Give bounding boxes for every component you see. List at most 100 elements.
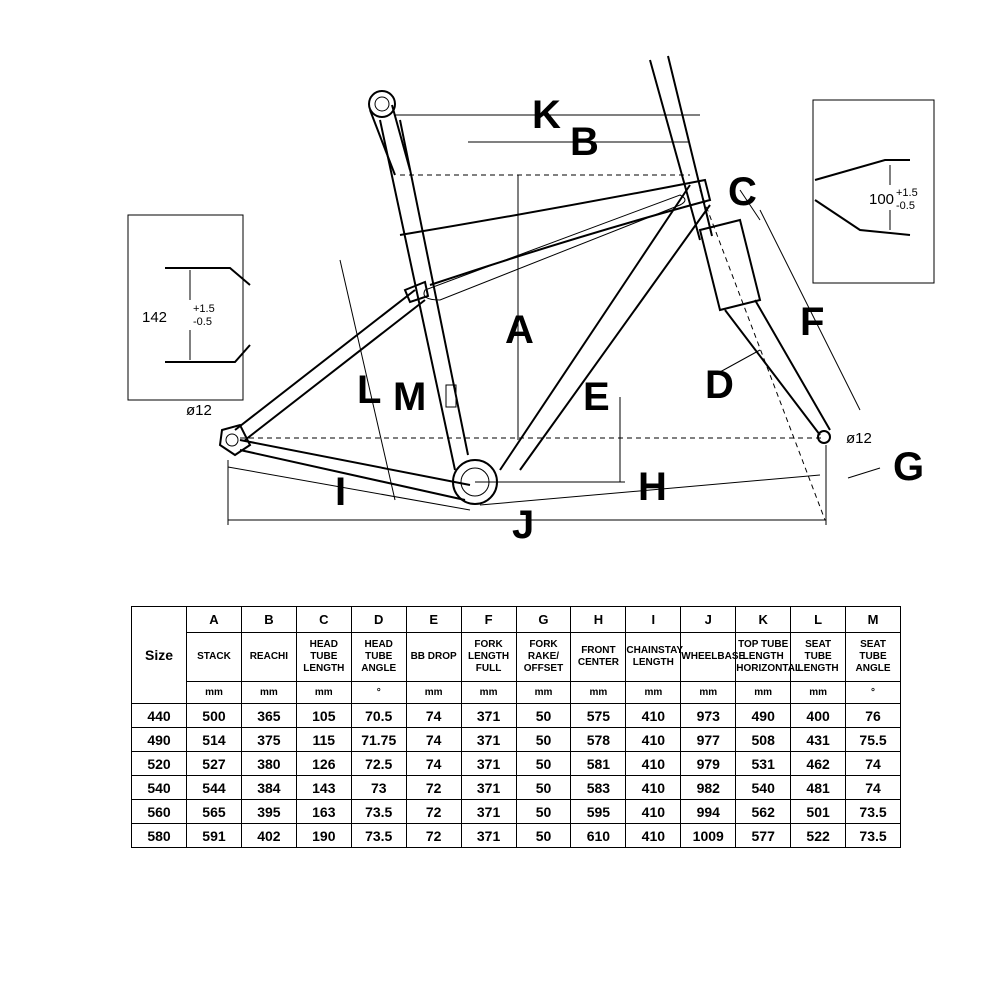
size-header: Size [131,606,187,704]
value-cell: 591 [186,823,242,848]
value-cell: 143 [295,775,352,800]
label-G: G [893,445,924,489]
value-cell: 410 [625,751,682,776]
label-D: D [705,363,734,407]
value-cell: 126 [295,751,352,776]
front-dropout-inset: 100 +1.5 -0.5 [812,99,935,284]
value-cell: 73 [350,775,407,800]
value-cell: 481 [790,775,847,800]
value-cell: 50 [515,703,572,728]
value-cell: 1009 [680,823,737,848]
value-cell: 540 [735,775,792,800]
value-cell: 72 [405,799,462,824]
column-name: REACHI [240,632,297,682]
value-cell: 76 [845,703,901,728]
value-cell: 384 [240,775,297,800]
value-cell: 371 [460,727,517,752]
value-cell: 562 [735,799,792,824]
value-cell: 514 [186,727,242,752]
column-letter: F [460,606,517,633]
label-H: H [638,465,667,509]
bike-frame-drawing [218,55,831,505]
column-unit: mm [460,681,517,704]
label-F: F [800,300,824,344]
label-B: B [570,120,599,164]
size-cell: 440 [131,703,187,728]
value-cell: 400 [790,703,847,728]
value-cell: 610 [570,823,627,848]
column-letter: L [790,606,847,633]
column-name: WHEELBASE [680,632,745,682]
column-name: FRONT CENTER [570,632,627,682]
label-C: C [728,170,757,214]
column-letter: K [735,606,792,633]
value-cell: 431 [790,727,847,752]
value-cell: 365 [240,703,297,728]
column-name: FORK LENGTH FULL [460,632,517,682]
value-cell: 581 [570,751,627,776]
value-cell: 531 [735,751,792,776]
column-name: FORK RAKE/ OFFSET [515,632,572,682]
column-unit: mm [295,681,352,704]
dimension-lines [227,114,881,525]
value-cell: 72.5 [350,751,407,776]
front-spacing-base: 100 [869,191,894,208]
value-cell: 75.5 [845,727,901,752]
label-K: K [532,93,561,137]
value-cell: 50 [515,751,572,776]
column-unit: mm [625,681,682,704]
label-E: E [583,375,610,419]
label-I: I [335,470,346,514]
column-name: STACK [186,632,242,682]
rear-axle-label: ø12 [186,402,212,419]
column-letter: J [680,606,737,633]
value-cell: 74 [405,727,462,752]
value-cell: 73.5 [350,823,407,848]
value-cell: 973 [680,703,737,728]
column-letter: G [515,606,572,633]
value-cell: 50 [515,775,572,800]
size-cell: 520 [131,751,187,776]
front-spacing-plus: +1.5 [896,187,918,199]
value-cell: 410 [625,823,682,848]
rear-spacing-plus: +1.5 [193,303,215,315]
value-cell: 50 [515,799,572,824]
value-cell: 375 [240,727,297,752]
size-cell: 580 [131,823,187,848]
value-cell: 575 [570,703,627,728]
value-cell: 70.5 [350,703,407,728]
column-unit: ° [845,681,901,704]
value-cell: 490 [735,703,792,728]
value-cell: 577 [735,823,792,848]
column-name: CHAINSTAY LENGTH [625,632,683,682]
column-name: HEAD TUBE LENGTH [295,632,352,682]
column-letter: D [350,606,407,633]
value-cell: 508 [735,727,792,752]
column-letter: I [625,606,682,633]
value-cell: 977 [680,727,737,752]
column-unit: mm [515,681,572,704]
value-cell: 410 [625,775,682,800]
value-cell: 73.5 [350,799,407,824]
column-unit: mm [186,681,242,704]
value-cell: 410 [625,703,682,728]
value-cell: 71.75 [350,727,407,752]
front-spacing-minus: -0.5 [896,200,915,212]
label-M: M [393,375,426,419]
value-cell: 410 [625,799,682,824]
value-cell: 994 [680,799,737,824]
frame-geometry-diagram: 142 +1.5 -0.5 100 +1.5 -0.5 ø12 ø12 K B … [127,55,935,547]
value-cell: 190 [295,823,352,848]
column-unit: mm [735,681,792,704]
column-unit: mm [405,681,462,704]
value-cell: 371 [460,823,517,848]
size-cell: 490 [131,727,187,752]
column-unit: mm [680,681,737,704]
rear-spacing-base: 142 [142,309,167,326]
